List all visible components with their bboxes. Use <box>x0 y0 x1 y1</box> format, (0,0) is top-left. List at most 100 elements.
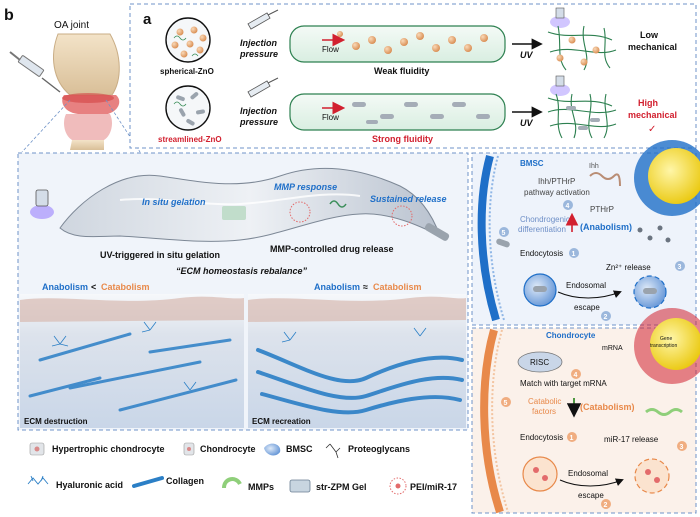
legend-label: BMSC <box>286 444 313 454</box>
endocytosis-label: Endocytosis <box>520 249 563 258</box>
factors-label: factors <box>532 407 556 416</box>
knee-joint-illustration <box>53 33 120 150</box>
catabolic-label: Catabolic <box>528 397 561 406</box>
step-badge <box>677 441 687 451</box>
injection-label: Injection <box>240 38 278 48</box>
bmsc-nucleus <box>634 140 700 216</box>
oa-joint-label: OA joint <box>54 20 89 31</box>
uv-lamp-icon <box>550 75 570 96</box>
low-label: Low <box>640 30 659 40</box>
panel-b-letter: b <box>4 7 14 24</box>
endosomal-label: Endosomal <box>566 281 606 290</box>
pressure-label: pressure <box>239 117 278 127</box>
pathway-label-2: pathway activation <box>524 188 590 197</box>
ihh-label: Ihh <box>589 163 599 170</box>
legend-label: PEI/miR-17 <box>410 482 457 492</box>
high-label: High <box>638 98 658 108</box>
left-anabolism-label: Anabolism <box>42 282 88 292</box>
syringe-icon <box>9 51 61 93</box>
chondrocyte-title: Chondrocyte <box>546 331 596 340</box>
hyaluronic-acid-icon <box>27 475 49 485</box>
weak-fluidity-label: Weak fluidity <box>374 66 429 76</box>
right-anabolism-label: Anabolism <box>314 282 360 292</box>
right-catabolism-label: Catabolism <box>373 282 422 292</box>
gel-icon <box>289 479 311 493</box>
legend-label: MMPs <box>248 482 274 492</box>
legend-label: str-ZPM Gel <box>316 482 367 492</box>
strong-fluidity-label: Strong fluidity <box>372 134 433 144</box>
zn-release-label: Zn²⁺ release <box>606 263 651 272</box>
bmsc-title: BMSC <box>520 159 544 168</box>
step-2-number: 2 <box>604 314 608 321</box>
injection-label: Injection <box>240 106 278 116</box>
mirna-strand-icon <box>645 408 683 416</box>
gel-injection-channel <box>59 167 450 242</box>
step-badge <box>569 248 579 258</box>
ecm-left-panel <box>20 294 244 428</box>
uv-label: UV <box>520 118 533 128</box>
mrna-label: mRNA <box>602 345 623 352</box>
endosome-icon <box>522 456 558 492</box>
mechanical-label: mechanical <box>628 110 677 120</box>
mmp-response-label: MMP response <box>274 182 337 192</box>
pthrp-label: PTHrP <box>590 205 614 214</box>
legend-label: Proteoglycans <box>348 444 410 454</box>
step-5-number: 5 <box>502 230 506 237</box>
legend-label: Collagen <box>166 476 204 486</box>
ecm-recreation-label: ECM recreation <box>252 417 311 426</box>
left-sign: < <box>91 282 96 292</box>
ecm-right-panel <box>248 294 466 428</box>
uv-lamp-icon <box>30 189 54 219</box>
pei-mir-icon <box>389 477 407 495</box>
streamlined-zno-label: streamlined-ZnO <box>158 135 222 144</box>
proteoglycan-icon <box>325 443 341 459</box>
low-mechanical-network <box>547 25 617 71</box>
step-3-number: 3 <box>680 444 684 451</box>
pthrp-protein-icon <box>589 172 621 187</box>
risc-complex-icon <box>517 351 563 373</box>
step-badge <box>501 397 511 407</box>
endocytosis-label: Endocytosis <box>520 433 563 442</box>
sustained-release-label: Sustained release <box>370 194 447 204</box>
step-badge <box>567 432 577 442</box>
catabolism-label: (Catabolism) <box>580 402 635 412</box>
match-label: Match with target mRNA <box>520 379 607 388</box>
step-badge <box>571 369 581 379</box>
risc-label: RISC <box>530 358 549 367</box>
mir-release-label: miR-17 release <box>604 435 659 444</box>
flow-label: Flow <box>322 45 339 54</box>
endosome-escape-icon <box>633 275 667 309</box>
step-badge <box>601 499 611 509</box>
endosome-escape-icon <box>634 458 670 494</box>
syringe-icon <box>247 77 279 98</box>
escape-label: escape <box>574 303 600 312</box>
check-icon: ✓ <box>648 124 656 135</box>
chondrogenic-label: Chondrogenic <box>520 215 570 224</box>
step-5-number: 5 <box>504 400 508 407</box>
spherical-zno-label: spherical-ZnO <box>160 67 214 76</box>
step-3-number: 3 <box>678 264 682 271</box>
endosomal-label: Endosomal <box>568 469 608 478</box>
right-sign: ≈ <box>363 282 368 292</box>
chondrocyte-nucleus <box>634 308 700 384</box>
uv-gelation-caption: UV-triggered in situ gelation <box>100 250 220 260</box>
bmsc-icon <box>264 443 281 456</box>
spherical-zno-beaker <box>165 17 211 63</box>
step-4-number: 4 <box>574 372 578 379</box>
legend-label: Hypertrophic chondrocyte <box>52 444 165 454</box>
uv-lamp-icon <box>550 7 570 28</box>
in-situ-gelation-label: In situ gelation <box>142 197 206 207</box>
uv-label: UV <box>520 50 533 60</box>
step-2-number: 2 <box>604 502 608 509</box>
step-4-number: 4 <box>566 203 570 210</box>
step-1-number: 1 <box>572 251 576 258</box>
ecm-rebalance-title: “ECM homeostasis rebalance” <box>176 266 308 276</box>
mmp-release-caption: MMP-controlled drug release <box>270 244 394 254</box>
transcription-label: transcription <box>650 343 677 349</box>
anabolism-label: (Anabolism) <box>580 222 632 232</box>
ecm-destruction-label: ECM destruction <box>24 417 88 426</box>
step-1-number: 1 <box>570 435 574 442</box>
legend-label: Hyaluronic acid <box>56 480 123 490</box>
step-badge <box>499 227 509 237</box>
